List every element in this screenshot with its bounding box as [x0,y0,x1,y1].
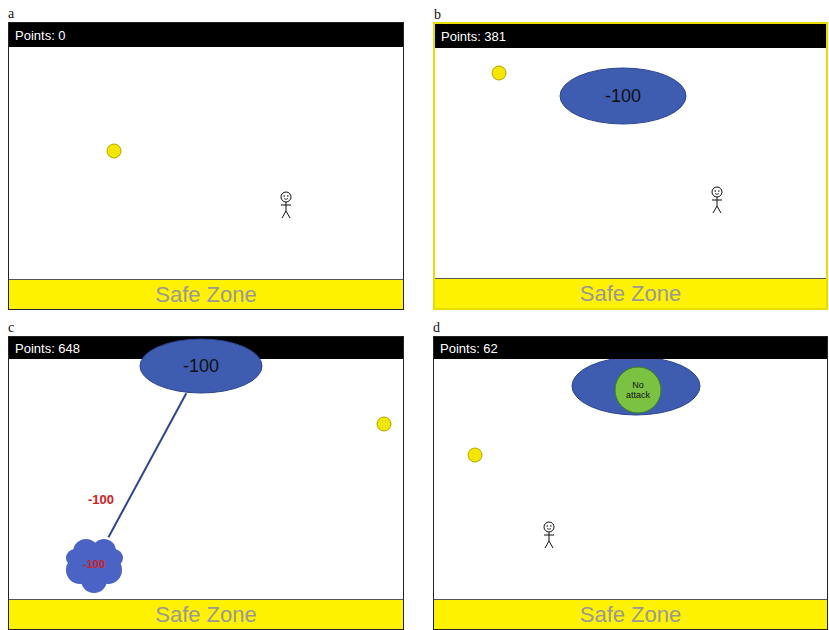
node-text: Safe Zone [155,282,257,308]
safe-zone-band: Safe Zone [9,599,403,629]
panel-letter: c [8,320,14,336]
safe-zone-band: Safe Zone [9,279,403,309]
threat-ellipse: -100 [559,67,687,125]
safe-zone-band: Safe Zone [435,278,826,308]
node-text: Safe Zone [580,602,682,628]
cloud-blob [105,549,123,567]
threat-ellipse: -100 [139,338,263,394]
game-panel: dPoints: 62No attackSafe Zone [433,336,828,630]
node-text: Points: 0 [15,28,66,43]
game-panel: aPoints: 0Safe Zone [8,22,404,310]
node-text: Points: 648 [15,341,80,356]
coin [377,417,391,431]
panel-letter: a [8,6,14,22]
safe-zone-band: Safe Zone [434,599,827,629]
points-bar: Points: 0 [9,23,403,47]
points-bar: Points: 62 [434,337,827,359]
coin [107,144,121,158]
node-text: -100 [605,86,641,107]
ellipse-shape [140,339,262,393]
ellipse-shape [560,68,686,124]
node-text: Safe Zone [580,281,682,307]
circle-shape [615,367,661,413]
connector-line [108,393,186,537]
points-bar: Points: 381 [435,24,826,48]
stick-figure [712,187,722,213]
node-text: No attack [621,380,655,401]
stick-figure [281,192,291,218]
node-text: Safe Zone [155,602,257,628]
node-text: -100 [83,558,105,570]
attack-cloud: -100 [62,534,126,594]
no-attack-circle: No attack [613,366,663,414]
panel-letter: b [434,7,441,23]
panel-letter: d [433,320,440,336]
node-text: Points: 62 [440,341,498,356]
cloud-blob [66,549,84,567]
attack-line [108,393,186,537]
game-panel: bPoints: 381-100Safe Zone [433,22,828,310]
coin [468,448,482,462]
threat-ellipse [572,357,700,415]
coin [492,66,506,80]
node-text: -100 [183,356,219,377]
stick-figure [544,522,554,548]
cloud-blob [81,567,107,593]
game-panel: cPoints: 648-100-100Safe Zone [8,336,404,630]
penalty-label: -100 [88,492,114,507]
node-text: Points: 381 [441,29,506,44]
